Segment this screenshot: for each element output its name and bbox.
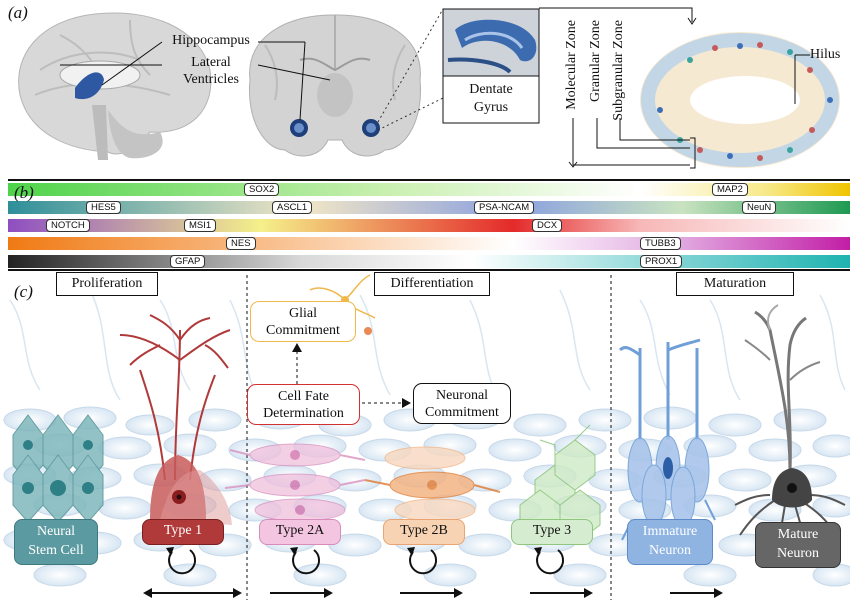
marker-nes: NES (226, 237, 256, 250)
phase-differentiation: Differentiation (374, 272, 490, 296)
panel-a-label: (a) (8, 3, 28, 22)
lateral-ventricles-label-1: Lateral (191, 55, 231, 70)
stage-neural-stem-cell: Neural Stem Cell (14, 519, 98, 565)
stage-type3: Type 3 (511, 519, 593, 545)
type2b-cells (364, 446, 501, 522)
sagittal-brain (18, 12, 212, 160)
hippocampus-label: Hippocampus (172, 33, 250, 48)
cell-fate-box: Cell Fate Determination (247, 384, 360, 425)
neural-stem-cells (12, 414, 104, 523)
mature-neurons (734, 304, 846, 541)
glial-commitment-box: Glial Commitment (250, 301, 356, 342)
marker-hes5: HES5 (86, 201, 121, 214)
stage-type2a: Type 2A (259, 519, 341, 545)
coronal-brain (248, 14, 422, 157)
neuronal-commitment-box: Neuronal Commitment (413, 383, 511, 424)
marker-msi1: MSI1 (184, 219, 217, 232)
cycle-arrows (168, 549, 565, 575)
marker-prox1: PROX1 (640, 255, 683, 268)
mature-line-1: Mature (777, 527, 819, 542)
immature-line-1: Immature (642, 524, 698, 539)
type2a-cells (224, 443, 366, 522)
hippocampus-pointer (101, 41, 163, 86)
marker-neun: NeuN (742, 201, 777, 214)
marker-dcx: DCX (532, 219, 563, 232)
glial-line-2: Commitment (266, 323, 340, 338)
neuronal-line-1: Neuronal (435, 388, 489, 403)
panel-b-label: (b) (14, 183, 34, 202)
marker-notch: NOTCH (46, 219, 90, 232)
marker-tubb3: TUBB3 (640, 237, 681, 250)
dentate-label-2: Gyrus (473, 100, 509, 115)
molecular-zone-label: Molecular Zone (564, 20, 579, 110)
panel-c-label: (c) (14, 282, 33, 301)
marker-gfap: GFAP (170, 255, 206, 268)
nsc-line-2: Stem Cell (28, 543, 84, 558)
hilus-label: Hilus (810, 47, 841, 62)
granular-zone-label: Granular Zone (588, 20, 603, 103)
marker-map2: MAP2 (712, 183, 748, 196)
neuronal-line-2: Commitment (425, 405, 499, 420)
marker-psa-ncam: PSA-NCAM (474, 201, 535, 214)
marker-sox2: SOX2 (244, 183, 280, 196)
stage-immature-neuron: Immature Neuron (627, 519, 713, 565)
subgranular-zone-label: Subgranular Zone (611, 20, 626, 121)
phase-maturation: Maturation (676, 272, 794, 296)
immature-somata (627, 435, 710, 528)
glial-line-1: Glial (289, 306, 317, 321)
tissue-background (0, 272, 850, 601)
immature-line-2: Neuron (649, 543, 691, 558)
stage-type1: Type 1 (142, 519, 224, 545)
immature-neurons (618, 338, 701, 440)
marker-ascl1: ASCL1 (272, 201, 313, 214)
mature-line-2: Neuron (777, 546, 819, 561)
phase-proliferation: Proliferation (56, 272, 158, 296)
marker-bands (8, 179, 850, 271)
hilus-illustration (568, 32, 840, 169)
stage-type2b: Type 2B (383, 519, 465, 545)
dentate-zoom (377, 7, 697, 131)
stage-mature-neuron: Mature Neuron (755, 522, 841, 568)
fate-line-1: Cell Fate (278, 389, 329, 404)
fate-line-2: Determination (263, 406, 344, 421)
lateral-ventricles-label-2: Ventricles (183, 72, 239, 87)
nsc-line-1: Neural (36, 524, 76, 539)
dentate-label-1: Dentate (469, 82, 513, 97)
